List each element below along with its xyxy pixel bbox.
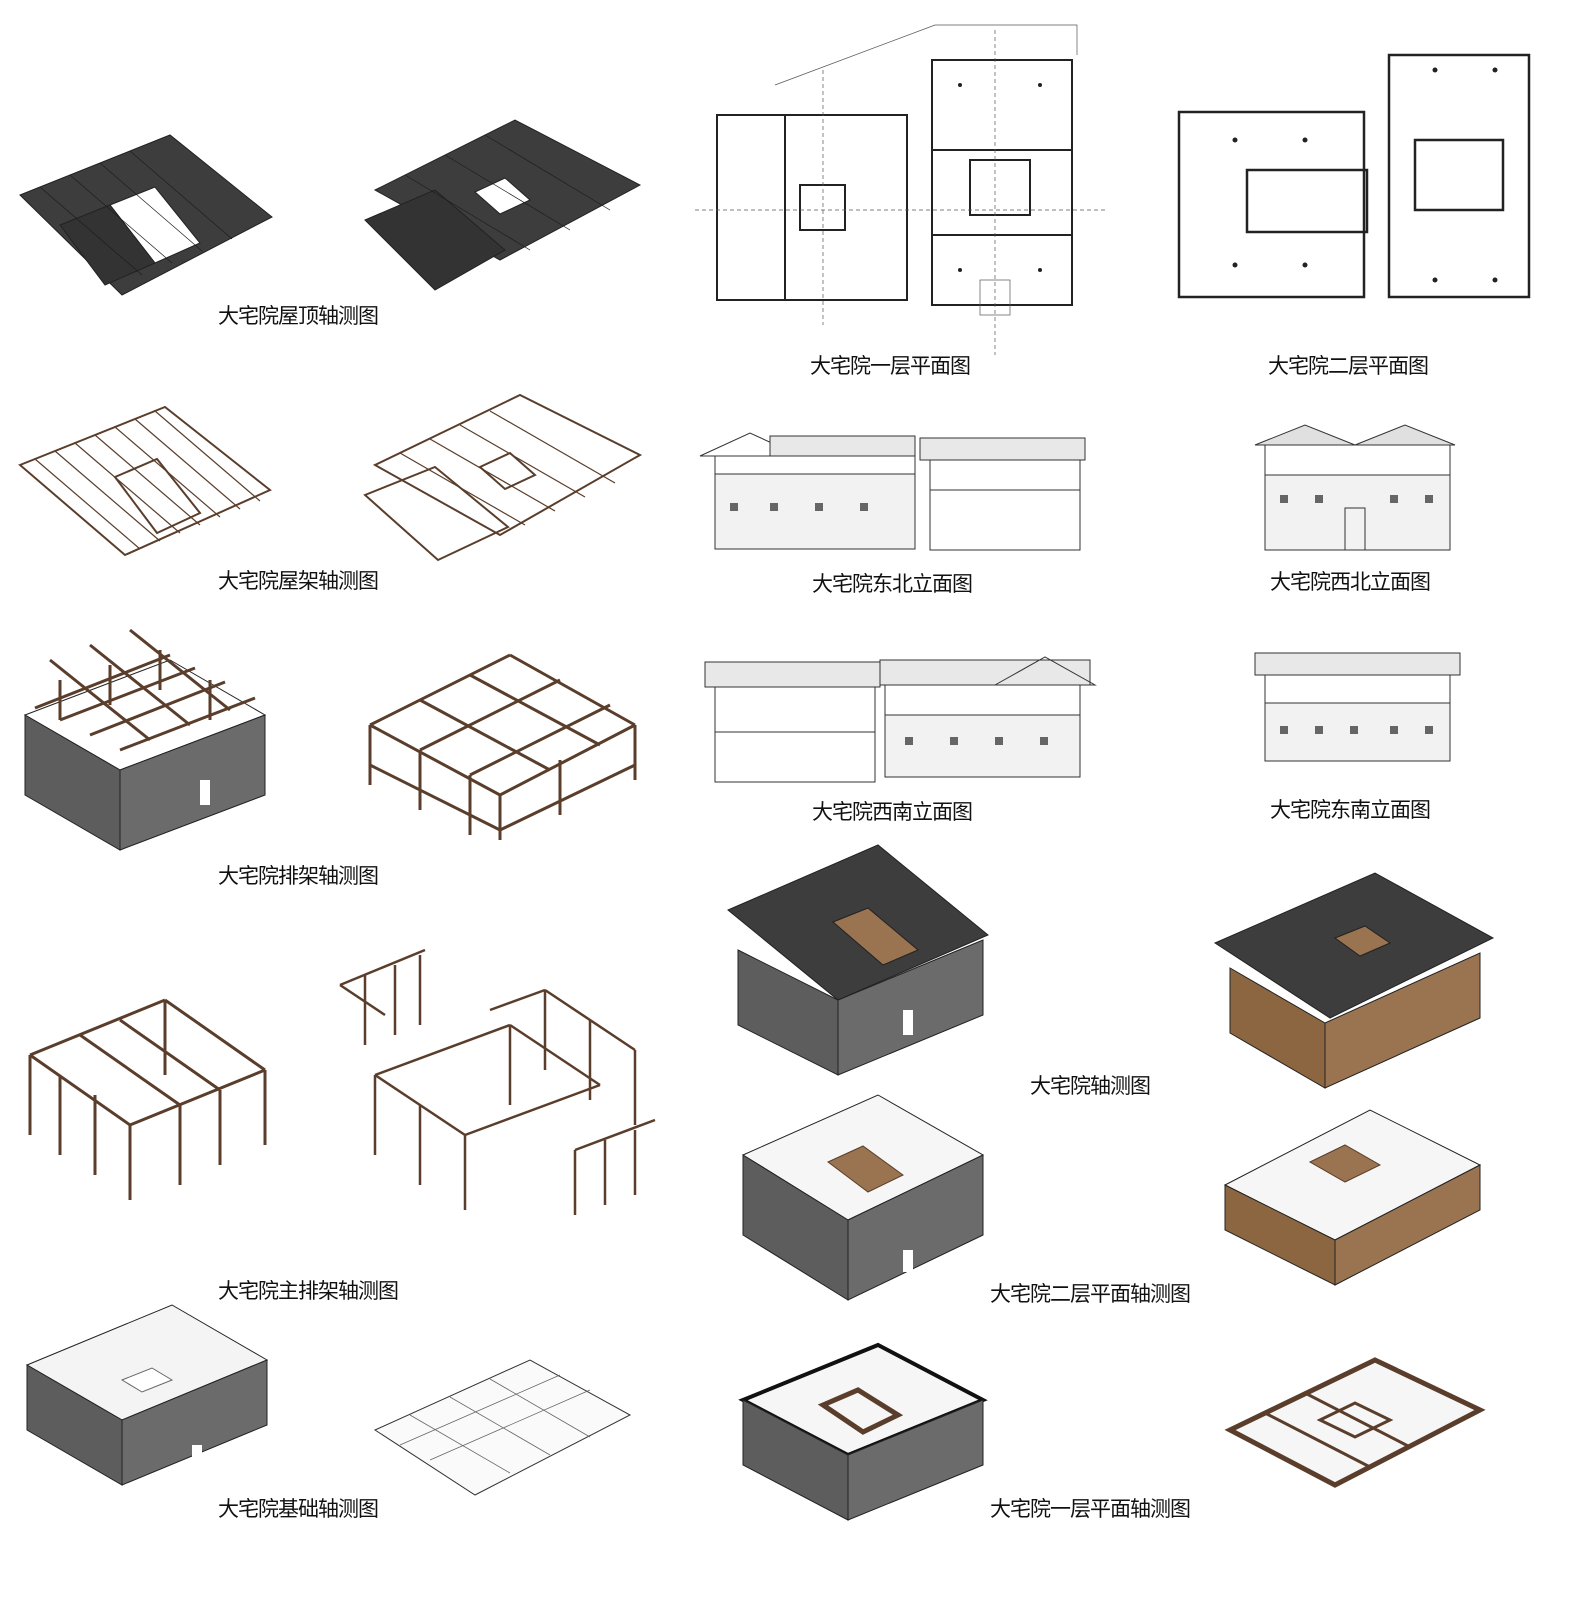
foundation-axo-left: [25, 1304, 269, 1486]
caption-roof-axo: 大宅院屋顶轴测图: [218, 304, 379, 328]
caption-sw-elevation: 大宅院西南立面图: [812, 800, 973, 824]
frame-axo-right: [368, 653, 637, 840]
caption-frame-axo: 大宅院排架轴测图: [218, 864, 379, 888]
caption-first-floor-axo: 大宅院一层平面轴测图: [990, 1497, 1191, 1521]
caption-second-floor-plan: 大宅院二层平面图: [1268, 354, 1429, 378]
caption-first-floor-plan: 大宅院一层平面图: [810, 354, 971, 378]
roof-axo-right: [364, 119, 642, 291]
main-frame-axo-right: [339, 948, 656, 1215]
house-axo-stone: [727, 844, 989, 1076]
frame-axo-left: [23, 628, 267, 851]
foundation-axo-right: [373, 1359, 632, 1496]
caption-main-frame-axo: 大宅院主排架轴测图: [218, 1279, 399, 1303]
caption-ne-elevation: 大宅院东北立面图: [812, 572, 973, 596]
roof-axo-left: [19, 134, 273, 296]
caption-se-elevation: 大宅院东南立面图: [1270, 798, 1431, 822]
truss-axo-right: [363, 393, 643, 562]
sw-elevation: [704, 656, 1097, 783]
main-frame-axo-left: [28, 998, 267, 1200]
nw-elevation: [1254, 424, 1456, 551]
first-floor-plan: [695, 24, 1105, 355]
se-elevation: [1254, 652, 1461, 762]
truss-axo-left: [18, 405, 272, 557]
caption-nw-elevation: 大宅院西北立面图: [1270, 570, 1431, 594]
first-floor-axo-stone: [738, 1342, 988, 1521]
caption-house-axo: 大宅院轴测图: [1030, 1074, 1151, 1098]
second-floor-axo-timber: [1223, 1109, 1482, 1286]
ne-elevation: [699, 432, 1086, 551]
caption-truss-axo: 大宅院屋架轴测图: [218, 569, 379, 593]
second-floor-plan: [1177, 53, 1531, 299]
caption-second-floor-axo: 大宅院二层平面轴测图: [990, 1282, 1191, 1306]
first-floor-axo-timber: [1224, 1357, 1486, 1488]
house-axo-timber: [1213, 872, 1495, 1089]
second-floor-axo-stone: [741, 1094, 985, 1301]
caption-foundation-axo: 大宅院基础轴测图: [218, 1497, 379, 1521]
